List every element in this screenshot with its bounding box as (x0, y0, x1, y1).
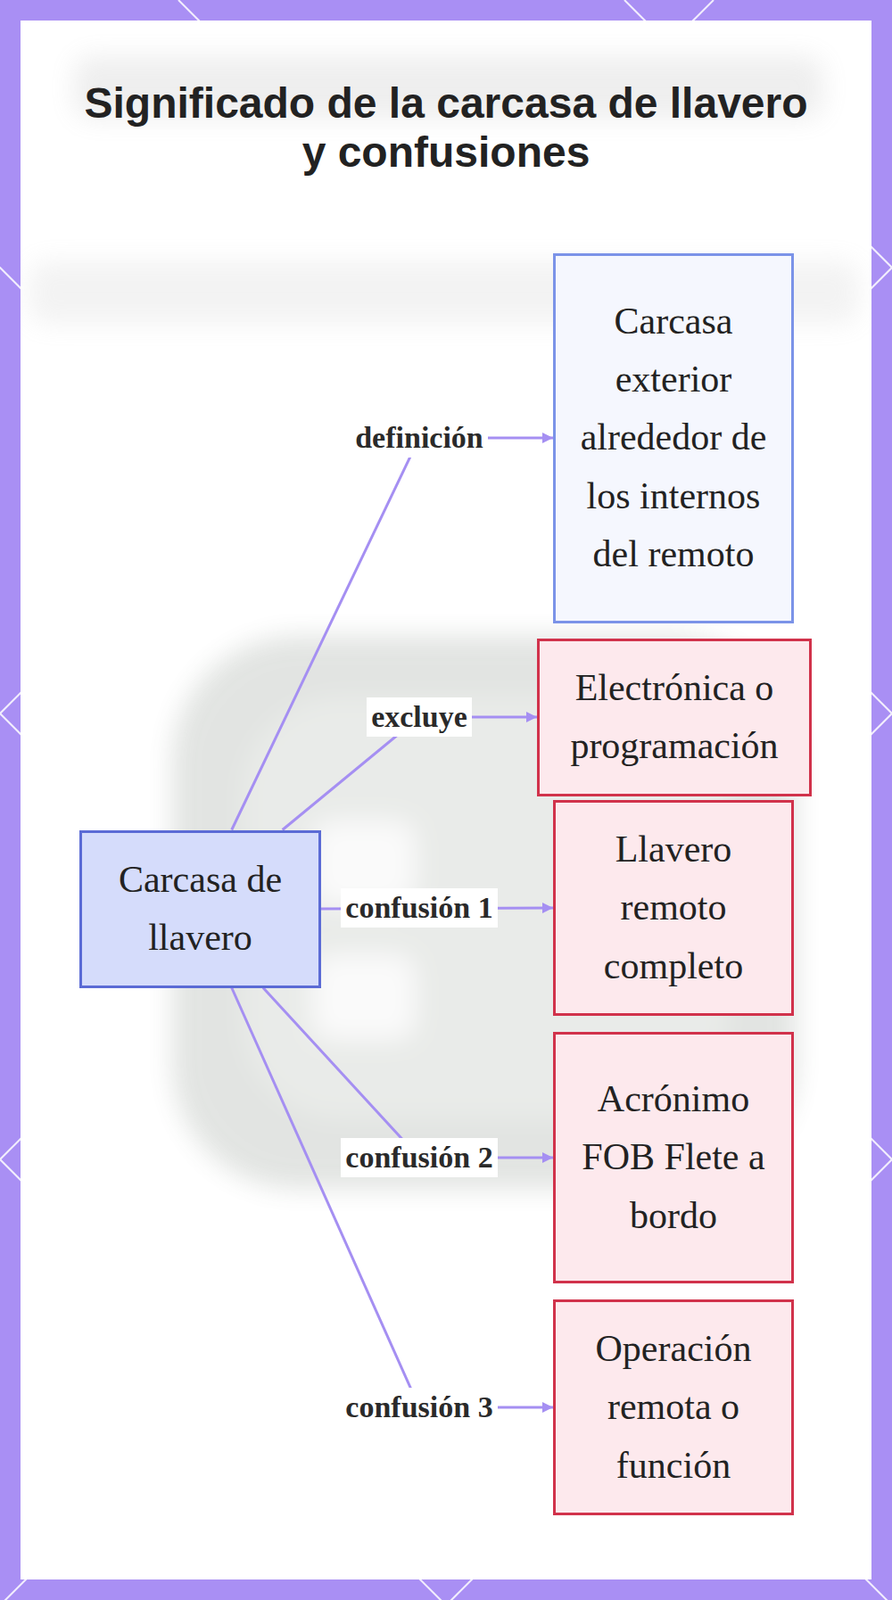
node-text: Operación remota o función (573, 1320, 774, 1495)
node-text: Electrónica o programación (557, 659, 792, 776)
title-text: Significado de la carcasa de llavero y c… (75, 78, 817, 177)
edge-label: confusión 3 (340, 1387, 497, 1429)
node-text: Carcasa exterior alrededor de los intern… (573, 292, 774, 583)
node-text: Acrónimo FOB Flete a bordo (573, 1070, 774, 1245)
confusion-box: Acrónimo FOB Flete a bordo (553, 1032, 794, 1284)
connector-arrow (263, 988, 554, 1159)
subject-box: Carcasa de llavero (79, 830, 322, 989)
exclusion-box: Electrónica o programación (536, 638, 812, 797)
confusion-box: Operación remota o función (553, 1299, 794, 1516)
connector-arrow (231, 437, 554, 831)
blurred-shapes (29, 56, 859, 1190)
edge-label: excluye (366, 697, 472, 738)
node-text: Llavero remoto completo (573, 820, 774, 995)
edge-label: definición (350, 418, 488, 459)
connector-arrow (231, 988, 554, 1409)
confusion-box: Llavero remoto completo (553, 800, 794, 1016)
definition-box: Carcasa exterior alrededor de los intern… (553, 253, 794, 624)
diagram-title: Significado de la carcasa de llavero y c… (75, 78, 817, 177)
node-text: Carcasa de llavero (99, 850, 301, 967)
edge-label: confusión 2 (340, 1138, 497, 1179)
edge-label: confusión 1 (340, 888, 497, 929)
